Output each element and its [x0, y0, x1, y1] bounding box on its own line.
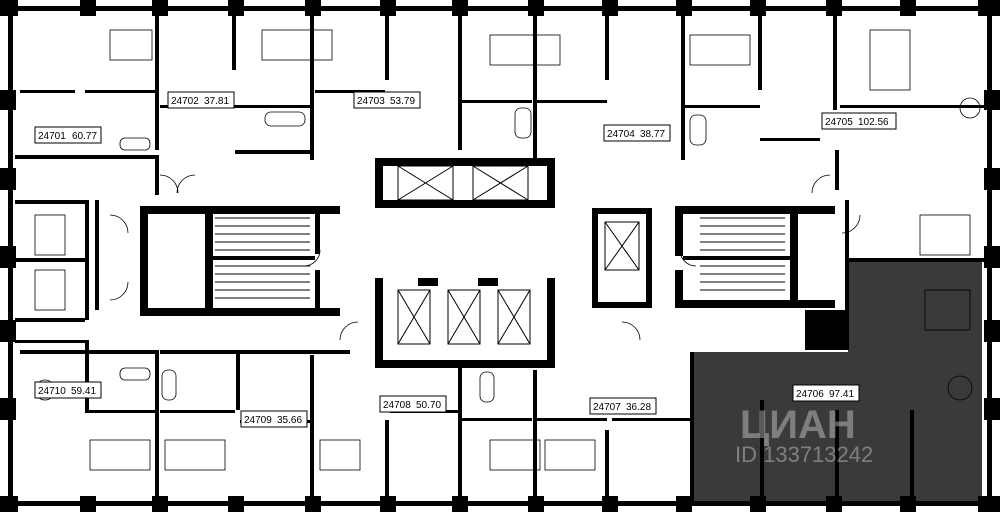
- watermark-logo: ЦИАН: [740, 403, 856, 447]
- svg-text:38.77: 38.77: [640, 129, 665, 140]
- unit-label-24706[interactable]: 24706 97.41: [792, 384, 860, 402]
- unit-label-24708[interactable]: 24708 50.70: [379, 395, 447, 413]
- unit-label-24701[interactable]: 24701 60.77: [34, 126, 102, 144]
- svg-text:24704: 24704: [607, 129, 635, 140]
- unit-label-24710[interactable]: 24710 59.41: [34, 381, 102, 399]
- unit-label-24702[interactable]: 24702 37.81: [167, 91, 235, 109]
- building-core: [140, 158, 845, 368]
- unit-label-24707[interactable]: 24707 36.28: [589, 397, 657, 415]
- svg-text:59.41: 59.41: [71, 386, 96, 397]
- svg-text:60.77: 60.77: [72, 131, 97, 142]
- doors: [109, 174, 861, 341]
- svg-text:24707: 24707: [593, 402, 621, 413]
- svg-text:24709: 24709: [244, 415, 272, 426]
- stairs: [215, 217, 785, 299]
- svg-text:97.41: 97.41: [829, 389, 854, 400]
- svg-text:102.56: 102.56: [858, 117, 889, 128]
- watermark-id: ID 133713242: [735, 442, 873, 467]
- svg-text:36.28: 36.28: [626, 402, 651, 413]
- furniture: [34, 29, 981, 471]
- svg-text:24701: 24701: [38, 131, 66, 142]
- svg-text:24706: 24706: [796, 389, 824, 400]
- svg-text:24702: 24702: [171, 96, 199, 107]
- unit-label-24705[interactable]: 24705 102.56: [821, 112, 897, 130]
- svg-text:50.70: 50.70: [416, 400, 441, 411]
- svg-text:24708: 24708: [383, 400, 411, 411]
- unit-label-24704[interactable]: 24704 38.77: [603, 124, 671, 142]
- interior-walls: [15, 10, 985, 502]
- svg-text:35.66: 35.66: [277, 415, 302, 426]
- svg-text:24710: 24710: [38, 386, 66, 397]
- svg-text:24703: 24703: [357, 96, 385, 107]
- unit-label-24703[interactable]: 24703 53.79: [353, 91, 421, 109]
- watermark: ЦИАН ID 133713242: [735, 403, 873, 467]
- svg-text:24705: 24705: [825, 117, 853, 128]
- svg-text:53.79: 53.79: [390, 96, 415, 107]
- unit-label-24709[interactable]: 24709 35.66: [240, 410, 308, 428]
- svg-text:37.81: 37.81: [204, 96, 229, 107]
